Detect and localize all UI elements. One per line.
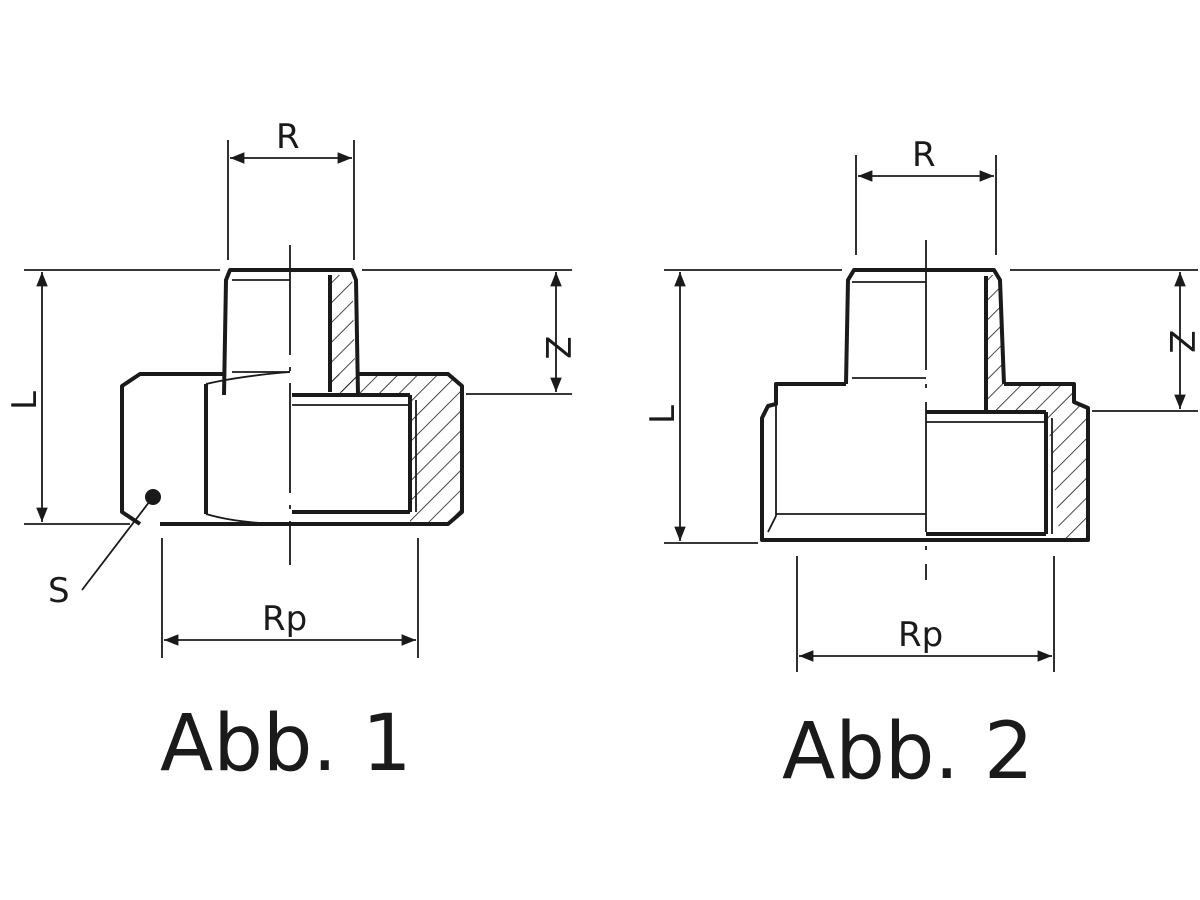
figure-1-hex-reducer: S R L Z Rp Abb. 1 xyxy=(5,117,577,789)
fig2-label-r: R xyxy=(912,135,936,175)
fig1-label-s: S xyxy=(48,571,70,611)
fig2-spigot-outline xyxy=(844,268,1006,385)
fig1-body-outline xyxy=(160,372,464,526)
fig1-label-z: Z xyxy=(537,336,577,359)
fig2-label-z: Z xyxy=(1161,330,1200,353)
figure-2-reducer: R L Z Rp Abb. 2 xyxy=(643,135,1200,797)
fig1-label-r: R xyxy=(276,117,300,157)
fig2-body-outline xyxy=(760,382,1090,542)
fig1-label-rp: Rp xyxy=(262,599,307,639)
figure-2-caption: Abb. 2 xyxy=(782,707,1034,797)
fig2-label-l: L xyxy=(643,405,683,424)
fig1-spigot-outline xyxy=(222,268,360,396)
fig2-label-rp: Rp xyxy=(898,615,943,655)
fig1-hex-outline xyxy=(120,372,224,526)
fig1-label-l: L xyxy=(5,391,45,410)
figure-1-caption: Abb. 1 xyxy=(160,699,412,789)
